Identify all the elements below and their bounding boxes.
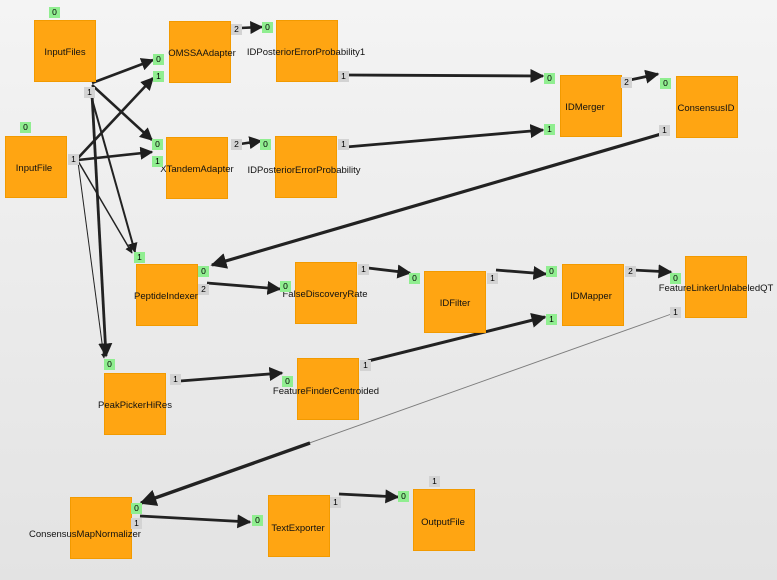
port-peakpicker-in-0[interactable]: 0 — [104, 359, 115, 370]
edge-inputfile-peptide — [77, 160, 133, 254]
node-idmerger[interactable] — [560, 75, 622, 137]
edge-textexporter-outputfile — [338, 489, 400, 504]
node-cmn[interactable] — [70, 497, 132, 559]
port-idmapper-out-2[interactable]: 2 — [625, 266, 636, 277]
edge-inputfiles-omssa — [91, 58, 155, 85]
node-fdr[interactable] — [295, 262, 357, 324]
edge-inputfiles-peptide — [89, 91, 138, 253]
port-inputfile-in-0[interactable]: 0 — [20, 122, 31, 133]
edge-idpep-idmerger — [345, 124, 545, 149]
node-consensusid[interactable] — [676, 76, 738, 138]
port-inputfiles-in-0[interactable]: 0 — [49, 7, 60, 18]
port-xtandem-in-0[interactable]: 0 — [152, 139, 163, 150]
port-peptide-out-2[interactable]: 2 — [198, 284, 209, 295]
port-idmerger-in-1[interactable]: 1 — [544, 124, 555, 135]
edge-peakpicker-ffc — [179, 367, 284, 383]
port-inputfiles-out-1[interactable]: 1 — [84, 87, 95, 98]
port-consensusid-out-1[interactable]: 1 — [659, 125, 670, 136]
node-ffc[interactable] — [297, 358, 359, 420]
edge-cmn-textexporter — [139, 514, 252, 529]
port-omssa-in-1[interactable]: 1 — [153, 71, 164, 82]
port-peptide-in-0[interactable]: 0 — [198, 266, 209, 277]
node-inputfiles[interactable] — [34, 20, 96, 82]
port-idmapper-in-0[interactable]: 0 — [546, 266, 557, 277]
node-peptide[interactable] — [136, 264, 198, 326]
port-idmerger-in-0[interactable]: 0 — [544, 73, 555, 84]
edge-idfilter-idmapper — [495, 266, 548, 280]
node-idfilter[interactable] — [424, 271, 486, 333]
port-idpep-in-0[interactable]: 0 — [260, 139, 271, 150]
node-omssa[interactable] — [169, 21, 231, 83]
port-idpep1-in-0[interactable]: 0 — [262, 22, 273, 33]
node-outputfile[interactable] — [413, 489, 475, 551]
port-textexporter-out-1[interactable]: 1 — [330, 497, 341, 508]
node-textexporter[interactable] — [268, 495, 330, 557]
edge-idmerger-consensusid — [629, 69, 660, 84]
port-cmn-out-1[interactable]: 1 — [131, 518, 142, 529]
port-inputfile-out-1[interactable]: 1 — [68, 154, 79, 165]
port-idpep1-out-1[interactable]: 1 — [338, 71, 349, 82]
port-idfilter-in-0[interactable]: 0 — [409, 273, 420, 284]
node-peakpicker[interactable] — [104, 373, 166, 435]
edge-inputfile-peakpicker — [77, 161, 106, 359]
port-fdr-out-1[interactable]: 1 — [358, 264, 369, 275]
edge-fdr-idfilter — [367, 264, 412, 279]
port-textexporter-in-0[interactable]: 0 — [252, 515, 263, 526]
port-omssa-in-0[interactable]: 0 — [153, 54, 164, 65]
edge-idmapper-flu — [632, 264, 673, 279]
edge-peptide-fdr — [206, 280, 282, 295]
node-idmapper[interactable] — [562, 264, 624, 326]
port-peptide-in-1[interactable]: 1 — [134, 252, 145, 263]
edge-xtandem-idpep — [239, 136, 263, 150]
edge-inputfile-xtandem — [77, 146, 154, 162]
port-ffc-in-0[interactable]: 0 — [282, 376, 293, 387]
port-consensusid-in-0[interactable]: 0 — [660, 78, 671, 89]
node-xtandem[interactable] — [166, 137, 228, 199]
edge-inputfiles-peakpicker — [90, 93, 113, 358]
node-idpep[interactable] — [275, 136, 337, 198]
port-xtandem-in-1[interactable]: 1 — [152, 156, 163, 167]
port-flu-out-1[interactable]: 1 — [670, 307, 681, 318]
port-peakpicker-out-1[interactable]: 1 — [170, 374, 181, 385]
port-omssa-out-2[interactable]: 2 — [231, 24, 242, 35]
node-inputfile[interactable] — [5, 136, 67, 198]
edge-flu-cmn-head — [139, 441, 311, 506]
port-fdr-in-0[interactable]: 0 — [280, 281, 291, 292]
port-outputfile-in-0[interactable]: 0 — [398, 491, 409, 502]
edge-idpep1-idmerger — [347, 68, 545, 83]
edge-inputfiles-xtandem — [91, 84, 153, 141]
port-ffc-out-1[interactable]: 1 — [360, 360, 371, 371]
port-idpep-out-1[interactable]: 1 — [338, 139, 349, 150]
port-idmapper-in-1[interactable]: 1 — [546, 314, 557, 325]
port-outputfile-out-1[interactable]: 1 — [429, 476, 440, 487]
edge-omssa-idpep1 — [239, 21, 264, 35]
node-flu[interactable] — [685, 256, 747, 318]
port-xtandem-out-2[interactable]: 2 — [231, 139, 242, 150]
port-flu-in-0[interactable]: 0 — [670, 273, 681, 284]
port-idmerger-out-2[interactable]: 2 — [621, 77, 632, 88]
port-cmn-in-0[interactable]: 0 — [131, 503, 142, 514]
port-idfilter-out-1[interactable]: 1 — [487, 273, 498, 284]
node-idpep1[interactable] — [276, 20, 338, 82]
edge-flu-cmn — [140, 311, 678, 504]
